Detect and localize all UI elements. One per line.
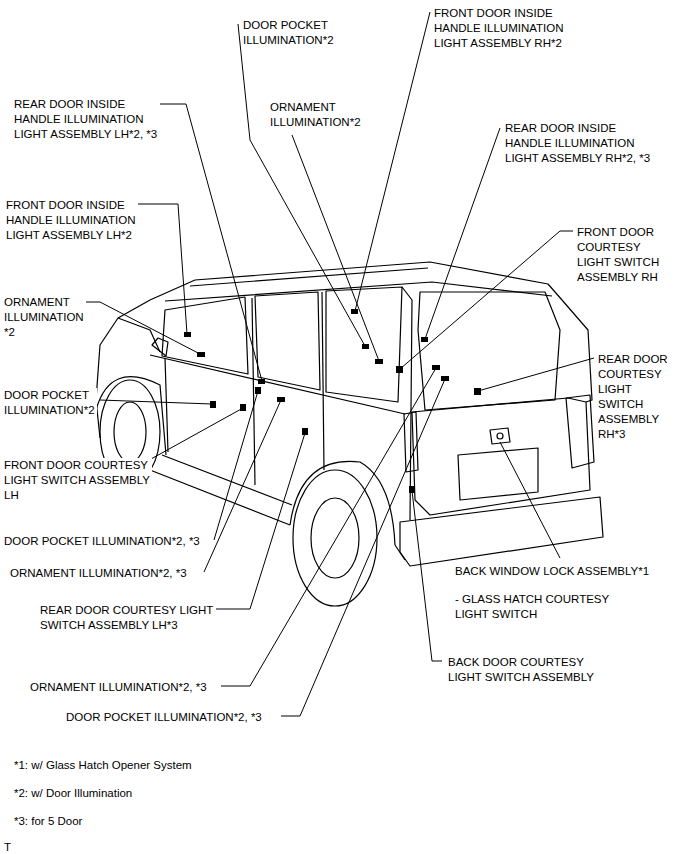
part-marker — [421, 337, 428, 342]
part-label: REAR DOOR COURTESY LIGHT SWITCH ASSEMBLY… — [40, 603, 216, 633]
part-label: DOOR POCKET ILLUMINATION*2 — [243, 18, 336, 48]
roof-outline — [150, 262, 562, 300]
front-body — [96, 300, 150, 438]
roof-rail — [190, 268, 428, 286]
leader-line — [211, 433, 305, 609]
leader-line — [135, 104, 262, 381]
leader-line — [238, 24, 365, 346]
part-label: BACK DOOR COURTESY LIGHT SWITCH ASSEMBLY — [448, 655, 596, 685]
leader-line — [500, 442, 560, 558]
part-marker — [255, 387, 261, 394]
part-label: FRONT DOOR INSIDE HANDLE ILLUMINATION LI… — [6, 198, 138, 243]
leader-line — [425, 128, 500, 339]
part-label: DOOR POCKET ILLUMINATION*2, *3 — [4, 534, 200, 549]
rear-wheel-hub — [311, 498, 359, 578]
leader-line — [412, 491, 442, 661]
figure-code: T — [4, 840, 11, 854]
footnote: *3: for 5 Door — [14, 814, 82, 829]
leader-line — [292, 135, 379, 361]
rear-door-window — [255, 292, 320, 390]
part-label: REAR DOOR INSIDE HANDLE ILLUMINATION LIG… — [14, 97, 160, 142]
lock-symbol — [497, 433, 503, 439]
leader-line — [281, 379, 445, 716]
footnote: *1: w/ Glass Hatch Opener System — [14, 758, 192, 773]
side-step — [150, 470, 290, 525]
leader-line — [72, 302, 200, 354]
part-label: BACK WINDOW LOCK ASSEMBLY*1 — [455, 564, 649, 579]
tail-light — [566, 395, 594, 468]
part-label: ORNAMENT ILLUMINATION*2 — [270, 100, 363, 130]
footnote: *2: w/ Door Illumination — [14, 786, 132, 801]
part-label: ORNAMENT ILLUMINATION *2 — [4, 295, 86, 340]
part-marker — [362, 344, 369, 349]
leader-line — [142, 408, 243, 464]
part-label: ORNAMENT ILLUMINATION*2, *3 — [30, 680, 207, 695]
part-label: DOOR POCKET ILLUMINATION*2, *3 — [66, 710, 262, 725]
part-marker — [210, 401, 216, 408]
part-marker — [184, 332, 191, 337]
lock-symbol — [490, 428, 510, 444]
back-door — [412, 398, 590, 515]
part-marker — [351, 309, 358, 314]
rear-bumper — [400, 497, 603, 566]
leader-line — [355, 12, 430, 311]
part-marker — [240, 404, 246, 411]
part-marker — [432, 365, 440, 370]
part-marker — [277, 397, 285, 402]
front-wheel-arch — [96, 377, 166, 455]
part-label: ORNAMENT ILLUMINATION*2, *3 — [10, 566, 187, 581]
leader-line — [400, 231, 573, 369]
door-seam — [322, 292, 324, 470]
rear-corner — [562, 300, 592, 402]
rear-pillar — [402, 287, 412, 520]
part-label: REAR DOOR INSIDE HANDLE ILLUMINATION LIG… — [505, 121, 653, 166]
door-seam — [165, 358, 168, 452]
part-label: DOOR POCKET ILLUMINATION*2 — [4, 388, 97, 418]
leader-line — [100, 400, 212, 404]
front-wheel-hub — [114, 402, 146, 462]
leader-line — [221, 368, 436, 686]
front-door-window — [162, 297, 248, 374]
belt-line — [150, 355, 405, 414]
part-label: FRONT DOOR INSIDE HANDLE ILLUMINATION LI… — [434, 6, 566, 51]
part-label: REAR DOOR COURTESY LIGHT SWITCH ASSEMBLY… — [598, 352, 670, 442]
part-label: FRONT DOOR COURTESY LIGHT SWITCH ASSEMBL… — [4, 458, 152, 503]
part-label: FRONT DOOR COURTESY LIGHT SWITCH ASSEMBL… — [577, 225, 662, 285]
part-marker — [474, 388, 481, 395]
tail-light — [404, 412, 418, 472]
door-seam — [252, 298, 255, 485]
mirror — [152, 338, 168, 356]
part-label: - GLASS HATCH COURTESY LIGHT SWITCH — [455, 592, 612, 622]
leader-line — [478, 358, 594, 391]
